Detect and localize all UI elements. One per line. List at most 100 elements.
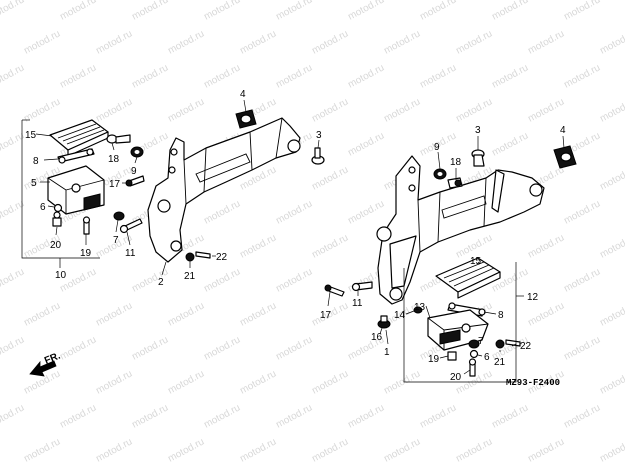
callout-r-13: 13 bbox=[414, 302, 426, 313]
callout-r-19: 19 bbox=[428, 354, 440, 365]
group-bracket-left bbox=[21, 120, 100, 259]
callout-r-22: 22 bbox=[520, 341, 532, 352]
callout-r-7: 7 bbox=[478, 336, 484, 347]
watermark-text: motod.ru bbox=[310, 436, 350, 464]
step-bracket-right bbox=[376, 155, 545, 305]
watermark-text: motod.ru bbox=[274, 266, 314, 294]
watermark-text: motod.ru bbox=[58, 0, 98, 23]
callout-labels: 15 8 5 6 20 19 10 18 9 17 7 11 2 21 22 4… bbox=[25, 89, 566, 383]
arrow-icon bbox=[29, 360, 57, 377]
callout-r-18: 18 bbox=[450, 157, 462, 168]
watermark-text: motod.ru bbox=[238, 232, 278, 260]
watermark-text: motod.ru bbox=[598, 164, 625, 192]
callout-l-17: 17 bbox=[109, 179, 121, 190]
bolt-22-left bbox=[195, 251, 211, 259]
watermark-text: motod.ru bbox=[274, 334, 314, 362]
watermark-text: motod.ru bbox=[490, 402, 530, 430]
watermark-text: motod.ru bbox=[130, 402, 170, 430]
watermark-text: motod.ru bbox=[454, 436, 494, 464]
watermark-text: motod.ru bbox=[526, 436, 566, 464]
watermark-text: motod.ru bbox=[346, 0, 386, 23]
watermark-text: motod.ru bbox=[526, 300, 566, 328]
watermark-text: motod.ru bbox=[562, 62, 602, 90]
callout-l-15: 15 bbox=[25, 130, 37, 141]
watermark-text: motod.ru bbox=[22, 28, 62, 56]
watermark-text: motod.ru bbox=[346, 198, 386, 226]
nut-16-right bbox=[377, 315, 391, 329]
watermark-text: motod.ru bbox=[0, 402, 26, 430]
watermark-text: motod.ru bbox=[202, 402, 242, 430]
callout-l-5: 5 bbox=[31, 178, 37, 189]
bolt-22-right bbox=[505, 339, 521, 347]
bolt-11-left bbox=[119, 218, 143, 234]
watermark-text: motod.ru bbox=[238, 436, 278, 464]
watermark-text: motod.ru bbox=[130, 266, 170, 294]
watermark-text: motod.ru bbox=[58, 62, 98, 90]
watermark-text: motod.ru bbox=[310, 28, 350, 56]
callout-l-7: 7 bbox=[113, 235, 119, 246]
callout-l-11: 11 bbox=[125, 248, 136, 259]
collar-9-right bbox=[433, 168, 447, 180]
watermark-text: motod.ru bbox=[58, 402, 98, 430]
watermark-text: motod.ru bbox=[238, 28, 278, 56]
pin-left bbox=[52, 211, 62, 227]
watermark-text: motod.ru bbox=[238, 368, 278, 396]
step-bracket-left bbox=[147, 117, 301, 263]
watermark-text: motod.ru bbox=[418, 62, 458, 90]
callout-r-17: 17 bbox=[320, 310, 332, 321]
callout-l-4: 4 bbox=[240, 89, 246, 100]
watermark-text: motod.ru bbox=[490, 130, 530, 158]
watermark-text: motod.ru bbox=[58, 334, 98, 362]
watermark-text: motod.ru bbox=[94, 368, 134, 396]
collar-4-left bbox=[235, 109, 257, 129]
watermark-text: motod.ru bbox=[382, 28, 422, 56]
watermark-text: motod.ru bbox=[202, 198, 242, 226]
callout-r-12: 12 bbox=[527, 292, 539, 303]
callout-r-3: 3 bbox=[475, 125, 481, 136]
diagram-code: MZ93-F2400 bbox=[506, 378, 560, 388]
watermark-text: motod.ru bbox=[418, 402, 458, 430]
watermark-text: motod.ru bbox=[454, 28, 494, 56]
bolt-17-left bbox=[125, 175, 145, 187]
watermark-text: motod.ru bbox=[346, 62, 386, 90]
watermark-text: motod.ru bbox=[94, 300, 134, 328]
watermark-text: motod.ru bbox=[310, 368, 350, 396]
watermark-text: motod.ru bbox=[274, 402, 314, 430]
callout-l-20: 20 bbox=[50, 240, 62, 251]
callout-r-20: 20 bbox=[450, 372, 462, 383]
callout-r-14: 14 bbox=[394, 310, 406, 321]
callout-l-9: 9 bbox=[131, 166, 137, 177]
collar-4-right bbox=[553, 145, 577, 169]
bolt-18-right bbox=[447, 177, 463, 189]
watermark-text: motod.ru bbox=[346, 130, 386, 158]
callout-r-6: 6 bbox=[484, 352, 490, 363]
footpeg-rubber-right bbox=[435, 257, 501, 299]
right-step-assembly bbox=[324, 135, 577, 383]
watermark-text: motod.ru bbox=[202, 334, 242, 362]
watermark-text: motod.ru bbox=[130, 334, 170, 362]
callout-l-3: 3 bbox=[316, 130, 322, 141]
watermark-text: motod.ru bbox=[274, 198, 314, 226]
callout-l-6: 6 bbox=[40, 202, 46, 213]
bolt-17-right bbox=[324, 284, 345, 297]
callout-r-1: 1 bbox=[384, 347, 390, 358]
callout-l-10: 10 bbox=[55, 270, 67, 281]
watermark-text: motod.ru bbox=[562, 334, 602, 362]
nut-21-left bbox=[185, 252, 195, 262]
callout-l-19: 19 bbox=[80, 248, 92, 259]
watermark-text: motod.ru bbox=[166, 28, 206, 56]
callout-r-15: 15 bbox=[470, 256, 482, 267]
watermark-text: motod.ru bbox=[130, 0, 170, 23]
watermark-text: motod.ru bbox=[346, 402, 386, 430]
watermark-text: motod.ru bbox=[202, 62, 242, 90]
watermark-text: motod.ru bbox=[166, 436, 206, 464]
nut-7-left bbox=[113, 211, 125, 221]
pin-20-right bbox=[468, 358, 477, 377]
watermark-text: motod.ru bbox=[94, 96, 134, 124]
collar-9-left bbox=[130, 146, 144, 158]
watermark-text: motod.ru bbox=[94, 436, 134, 464]
callout-r-21: 21 bbox=[494, 357, 506, 368]
watermark-text: motod.ru bbox=[490, 0, 530, 23]
